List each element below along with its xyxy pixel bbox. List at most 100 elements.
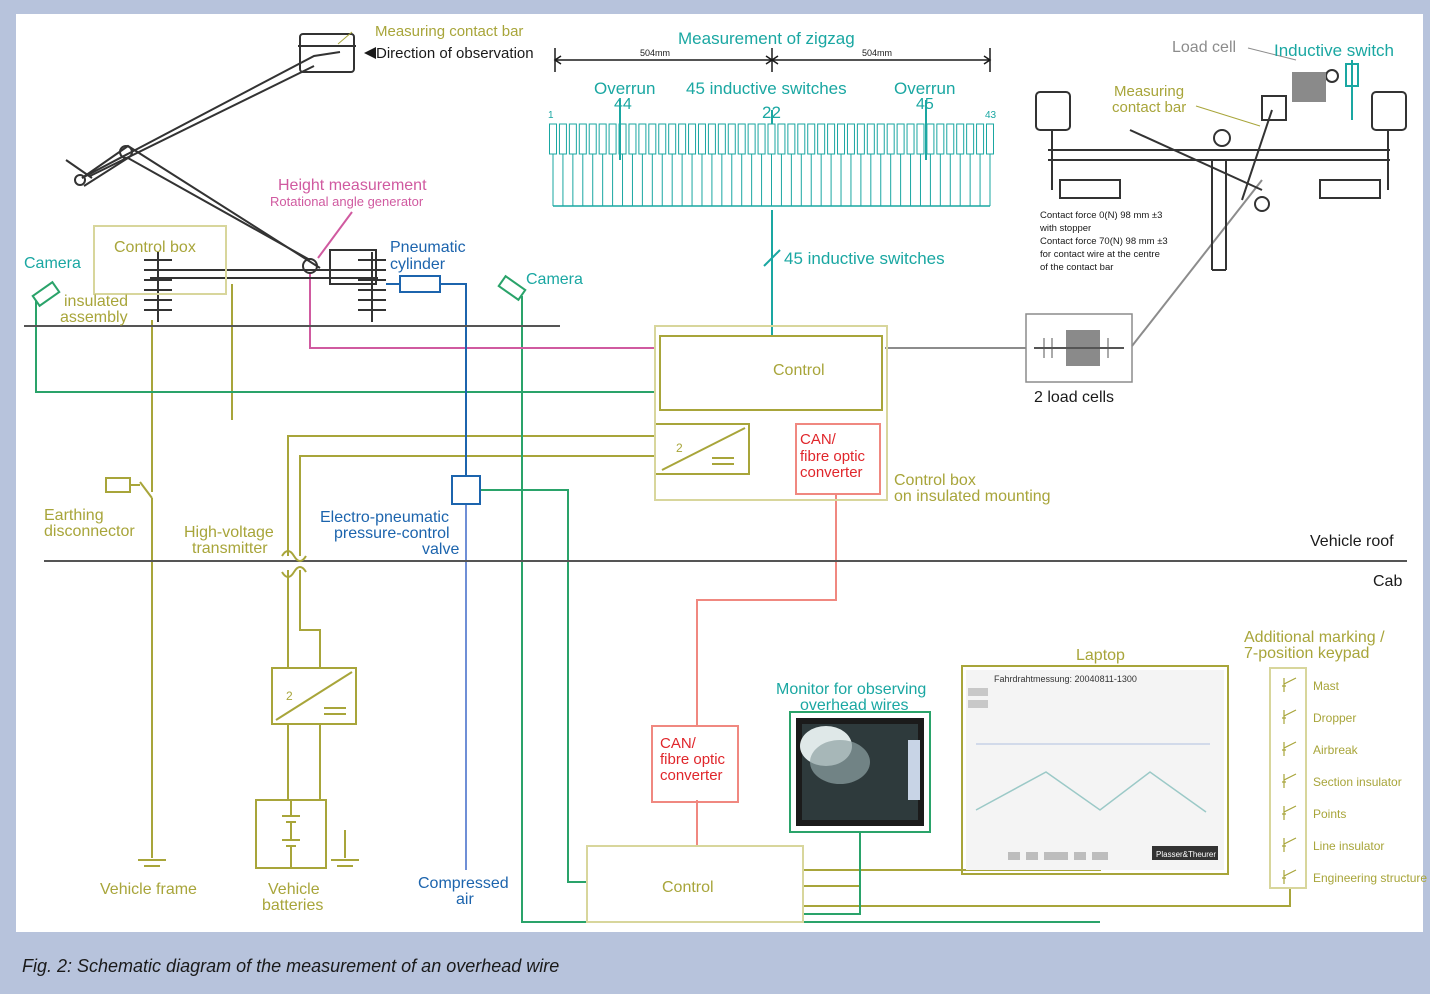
label-control-bottom: Control <box>662 879 714 896</box>
camera-left-icon <box>33 282 60 310</box>
control-top-box <box>660 336 882 410</box>
keypad-switch-icon <box>1282 774 1296 788</box>
inductive-switch <box>728 124 735 154</box>
inductive-switch <box>579 124 586 154</box>
label-height-measurement: Height measurement <box>278 177 427 194</box>
inductive-switch <box>559 124 566 154</box>
inductive-switch <box>808 124 815 154</box>
label-camera-left: Camera <box>24 255 81 272</box>
keypad-switch-icon <box>1282 806 1296 820</box>
hv-to-converter <box>300 570 320 668</box>
height-pointer <box>318 212 352 258</box>
inductive-switch <box>987 124 994 154</box>
inductive-switch <box>947 124 954 154</box>
label-control-box: Control box <box>114 239 196 256</box>
battery-box <box>256 800 326 868</box>
contact-bar-leader <box>1196 106 1260 126</box>
keypad-item-label: Mast <box>1313 679 1340 693</box>
label-cab: Cab <box>1373 573 1402 590</box>
inductive-switch <box>569 124 576 154</box>
figure-caption: Fig. 2: Schematic diagram of the measure… <box>22 956 559 977</box>
inductive-switch <box>937 124 944 154</box>
inductive-switch <box>957 124 964 154</box>
converter-roof-symbol: 2 <box>676 441 683 455</box>
label-insulated-1: insulated <box>64 293 128 310</box>
label-dim-right: 504mm <box>862 48 892 58</box>
inductive-switch <box>877 124 884 154</box>
inductive-switch <box>708 124 715 154</box>
inductive-switch <box>659 124 666 154</box>
ground-symbol-frame <box>138 860 166 866</box>
label-switch-first: 1 <box>548 110 554 121</box>
label-load-cells: 2 load cells <box>1034 389 1114 406</box>
label-45-inductive-switches: 45 inductive switches <box>686 79 847 98</box>
laptop-screen-title: Fahrdrahtmessung: 20040811-1300 <box>994 674 1137 684</box>
keypad-switch-icon <box>1282 838 1296 852</box>
keypad-item-label: Line insulator <box>1313 839 1384 853</box>
inductive-switch <box>818 124 825 154</box>
earth-disconnector-blade <box>140 482 152 498</box>
label-ep-valve-3: valve <box>422 541 459 558</box>
label-vehicle-batteries-1: Vehicle <box>268 881 320 898</box>
label-camera-right: Camera <box>526 271 583 288</box>
inductive-switch <box>838 124 845 154</box>
label-contact-force-4: for contact wire at the centre <box>1040 249 1160 260</box>
label-can-top-2: fibre optic <box>800 448 866 465</box>
inductive-switch <box>977 124 984 154</box>
label-measuring-contact-bar-top: Measuring contact bar <box>375 23 523 40</box>
keypad-switch-icon <box>1282 678 1296 692</box>
pneumatic-line <box>440 284 466 476</box>
inductive-switch <box>897 124 904 154</box>
earthing-disconnector-symbol <box>106 478 140 492</box>
inductive-switch <box>698 124 705 154</box>
label-control-box-mounting-2: on insulated mounting <box>894 488 1051 505</box>
inductive-switch-icon <box>1346 60 1358 120</box>
direction-arrow-icon <box>364 47 376 59</box>
label-switch-last: 43 <box>985 110 997 121</box>
label-insulated-2: assembly <box>60 309 128 326</box>
label-pneumatic-1: Pneumatic <box>390 239 466 256</box>
inductive-switch <box>967 124 974 154</box>
converter-cab <box>272 668 356 724</box>
label-pneumatic-2: cylinder <box>390 256 446 273</box>
inductive-switch <box>788 124 795 154</box>
insulator-right <box>358 252 386 322</box>
inductive-switch <box>550 124 557 154</box>
laptop-brand-text: Plasser&Theurer <box>1156 850 1216 859</box>
pantograph-arm <box>66 34 378 284</box>
inductive-switch <box>887 124 894 154</box>
label-contact-force-1: Contact force 0(N) 98 mm ±3 <box>1040 210 1162 221</box>
keypad-labels: MastDropperAirbreakSection insulatorPoin… <box>1313 679 1427 885</box>
camera-right-icon <box>499 276 526 310</box>
label-additional-marking-1: Additional marking / <box>1244 629 1385 646</box>
inductive-switch <box>609 124 616 154</box>
keypad-item-label: Points <box>1313 807 1346 821</box>
label-hv-transmitter-2: transmitter <box>192 540 268 557</box>
ep-valve <box>452 476 480 504</box>
monitor-wire <box>480 490 587 882</box>
inductive-switch <box>639 124 646 154</box>
monitor-device <box>790 712 930 832</box>
label-monitor-1: Monitor for observing <box>776 681 926 698</box>
inductive-switch <box>748 124 755 154</box>
label-monitor-2: overhead wires <box>800 697 909 714</box>
label-vehicle-roof: Vehicle roof <box>1310 533 1394 550</box>
inductive-switch <box>768 124 775 154</box>
label-control-box-mounting-1: Control box <box>894 472 976 489</box>
label-center-num: 22 <box>762 103 781 122</box>
keypad-switch-icon <box>1282 710 1296 724</box>
inductive-switch <box>907 124 914 154</box>
keypad-switch-icon <box>1282 742 1296 756</box>
label-can-bottom-2: fibre optic <box>660 751 726 768</box>
insulator-left <box>144 252 172 322</box>
inductive-switch <box>867 124 874 154</box>
label-vehicle-batteries-2: batteries <box>262 897 323 914</box>
label-dim-left: 504mm <box>640 48 670 58</box>
label-vehicle-frame: Vehicle frame <box>100 881 197 898</box>
inductive-switch <box>847 124 854 154</box>
load-cell-block <box>1292 72 1326 102</box>
keypad-switch-icon <box>1282 870 1296 884</box>
label-direction-of-observation: Direction of observation <box>376 45 534 62</box>
label-contact-force-5: of the contact bar <box>1040 262 1113 273</box>
